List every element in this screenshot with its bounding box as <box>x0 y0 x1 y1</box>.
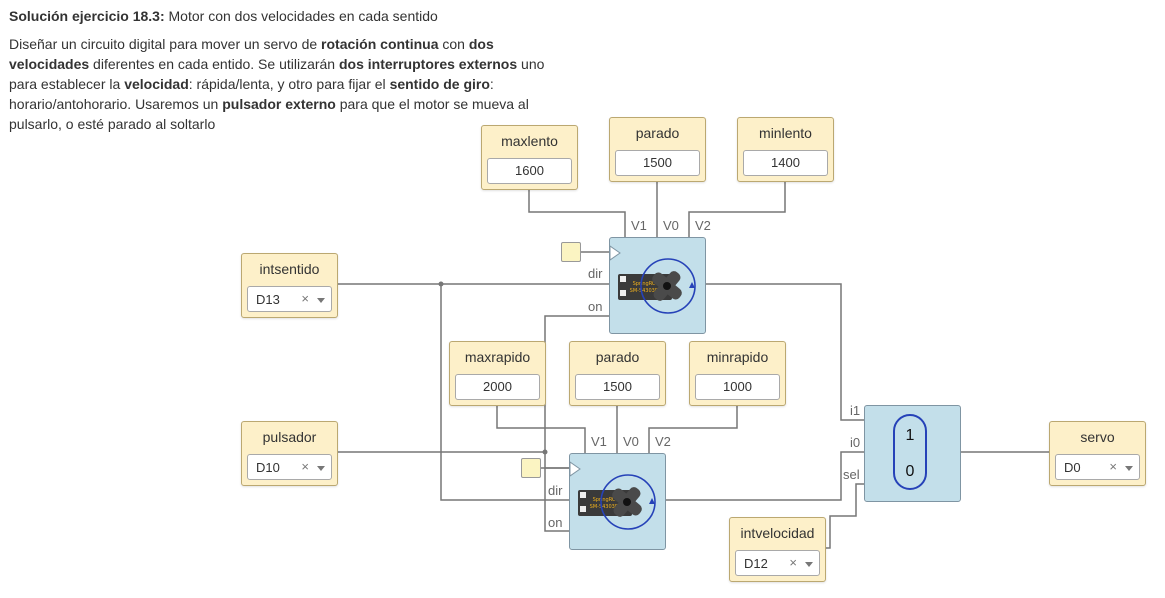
svg-text:SM-S4303R: SM-S4303R <box>590 504 619 510</box>
instructions: Solución ejercicio 18.3: Motor con dos v… <box>9 6 569 134</box>
port-label-sel: sel <box>843 467 860 482</box>
const-value-field[interactable]: 2000 <box>455 374 540 400</box>
pin-select[interactable]: D0 × <box>1055 454 1140 480</box>
description-bold-text: pulsador externo <box>222 96 336 112</box>
port-label-v2: V2 <box>695 218 711 233</box>
const-value-field[interactable]: 1400 <box>743 150 828 176</box>
port-label-on: on <box>588 299 603 314</box>
port-label-v0: V0 <box>623 434 639 449</box>
port-label-dir: dir <box>588 266 603 281</box>
const-value-field[interactable]: 1500 <box>615 150 700 176</box>
mux-digit-1: 1 <box>905 427 915 444</box>
output-servo: servo D0 × <box>1049 421 1146 486</box>
const-label: minlento <box>759 125 812 141</box>
description-text: : rápida/lenta, y otro para fijar el <box>188 76 390 92</box>
servo-motor-icon: SpringRC SM-S4303R <box>569 461 656 530</box>
chevron-down-icon[interactable] <box>1125 466 1133 471</box>
chevron-down-icon[interactable] <box>317 298 325 303</box>
clear-icon[interactable]: × <box>301 459 309 474</box>
exercise-title: Solución ejercicio 18.3: Motor con dos v… <box>9 8 438 24</box>
clock-input-box[interactable] <box>521 458 541 478</box>
const-label: maxlento <box>501 133 558 149</box>
input-pulsador: pulsador D10 × <box>241 421 338 486</box>
svg-text:SM-S4303R: SM-S4303R <box>630 288 659 294</box>
input-label: intsentido <box>259 261 320 277</box>
const-value-field[interactable]: 1500 <box>575 374 660 400</box>
input-intvelocidad: intvelocidad D12 × <box>729 517 826 582</box>
clear-icon[interactable]: × <box>789 555 797 570</box>
input-label: pulsador <box>262 429 317 445</box>
const-parado-bottom: parado 1500 <box>569 341 666 406</box>
pin-value: D12 <box>744 556 768 571</box>
clear-icon[interactable]: × <box>1109 459 1117 474</box>
pin-value: D13 <box>256 292 280 307</box>
const-label: maxrapido <box>464 349 531 365</box>
description-text: con <box>438 36 469 52</box>
clock-input-box[interactable] <box>561 242 581 262</box>
output-label: servo <box>1080 429 1115 445</box>
port-label-v2: V2 <box>655 434 671 449</box>
port-label-i1: i1 <box>850 403 861 418</box>
const-label: parado <box>635 125 680 141</box>
port-label-v0: V0 <box>663 218 679 233</box>
port-label-v1: V1 <box>631 218 647 233</box>
input-label: intvelocidad <box>740 525 815 541</box>
description-text: : horario/antohorario. Usaremos un <box>9 76 494 112</box>
svg-text:SpringRC: SpringRC <box>593 497 616 503</box>
const-minrapido: minrapido 1000 <box>689 341 786 406</box>
pin-select[interactable]: D13 × <box>247 286 332 312</box>
const-maxrapido: maxrapido 2000 <box>449 341 546 406</box>
description-text: para que el motor se mueva al pulsarlo, … <box>9 96 529 132</box>
mux-selector-icon: 1 0 <box>893 414 927 490</box>
const-maxlento: maxlento 1600 <box>481 125 578 190</box>
description-bold-text: sentido de giro <box>389 76 490 92</box>
clear-icon[interactable]: × <box>301 291 309 306</box>
svg-text:SpringRC: SpringRC <box>633 281 656 287</box>
junction-dot <box>542 449 548 455</box>
const-label: minrapido <box>706 349 769 365</box>
input-intsentido: intsentido D13 × <box>241 253 338 318</box>
servo-block-top[interactable]: SpringRC SM-S4303R <box>609 237 706 334</box>
exercise-description: Diseñar un circuito digital para mover u… <box>9 34 569 134</box>
pin-value: D10 <box>256 460 280 475</box>
description-bold-text: dos interruptores externos <box>338 56 518 72</box>
description-bold-text: velocidad <box>124 76 189 92</box>
chevron-down-icon[interactable] <box>805 562 813 567</box>
const-value-field[interactable]: 1600 <box>487 158 572 184</box>
pin-select[interactable]: D12 × <box>735 550 820 576</box>
pin-value: D0 <box>1064 460 1081 475</box>
mux-digit-0: 0 <box>905 463 915 480</box>
port-label-on: on <box>548 515 563 530</box>
servo-motor-icon: SpringRC SM-S4303R <box>609 245 696 314</box>
description-bold-text: dos velocidades <box>9 36 494 72</box>
const-parado-top: parado 1500 <box>609 117 706 182</box>
description-text: Diseñar un circuito digital para mover u… <box>9 36 322 52</box>
description-text: diferentes en cada entido. Se utilizarán <box>89 56 339 72</box>
multiplexer-block[interactable]: 1 0 <box>864 405 961 502</box>
servo-block-bottom[interactable]: SpringRC SM-S4303R <box>569 453 666 550</box>
port-label-i0: i0 <box>850 435 861 450</box>
description-text: uno para establecer la <box>9 56 545 92</box>
port-label-dir: dir <box>548 483 563 498</box>
const-label: parado <box>595 349 640 365</box>
const-minlento: minlento 1400 <box>737 117 834 182</box>
pin-select[interactable]: D10 × <box>247 454 332 480</box>
description-bold-text: rotación continua <box>321 36 439 52</box>
junction-dot <box>438 281 444 287</box>
port-label-v1: V1 <box>591 434 607 449</box>
const-value-field[interactable]: 1000 <box>695 374 780 400</box>
chevron-down-icon[interactable] <box>317 466 325 471</box>
